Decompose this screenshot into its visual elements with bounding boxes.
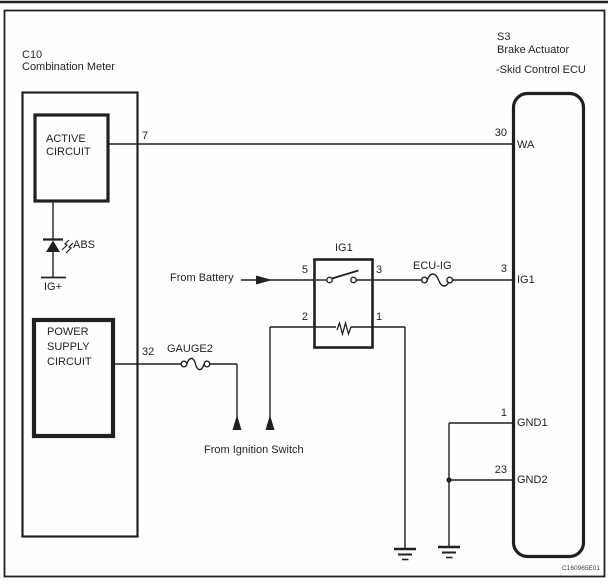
fuse-terminal (203, 360, 211, 368)
relay-pin-5-label: 5 (301, 264, 308, 276)
pin-32-label: 32 (142, 346, 155, 358)
ig1-relay-box (313, 258, 374, 349)
relay-pin-2-label: 2 (301, 311, 308, 323)
ecu-pin-ig1-name: IG1 (517, 274, 535, 286)
from-battery-label: From Battery (170, 272, 234, 284)
power-supply-label: CIRCUIT (47, 356, 92, 368)
relay-coil-symbol (336, 320, 352, 337)
ecu-ig-fuse-label: ECU-IG (413, 260, 452, 272)
from-ignition-label: From Ignition Switch (204, 444, 304, 456)
relay-contact-pole (350, 276, 357, 284)
meter-id-label: C10 (22, 49, 43, 61)
ecu-pin-3-label: 3 (500, 263, 507, 275)
combination-meter-box (21, 91, 139, 538)
ecu-pin-23-label: 23 (494, 464, 507, 476)
ig-plus-label: IG+ (44, 281, 63, 293)
active-circuit-box (33, 113, 110, 203)
gauge2-fuse-symbol (186, 357, 205, 371)
ecu-ig-fuse-symbol (426, 273, 451, 287)
ignition-arrow-icon (265, 415, 275, 430)
ecu-subname-label: -Skid Control ECU (496, 64, 586, 76)
ecu-id-label: S3 (497, 31, 511, 43)
relay-contact-pole (326, 276, 333, 284)
ignition-arrow-icon (232, 415, 242, 430)
led-flash-icon (61, 239, 70, 251)
wire-junction-dot (446, 477, 452, 483)
gauge2-fuse-label: GAUGE2 (167, 343, 213, 355)
ecu-pin-wa-name: WA (517, 139, 535, 151)
pin-7-label: 7 (142, 130, 149, 142)
ecu-pin-30-label: 30 (494, 127, 507, 139)
ecu-pin-gnd2-name: GND2 (517, 474, 548, 486)
led-flash-icon (65, 242, 74, 254)
ecu-pin-1-label: 1 (500, 407, 507, 419)
power-supply-label: SUPPLY (47, 341, 90, 353)
relay-switch-blade (331, 269, 359, 280)
ecu-pin-gnd1-name: GND1 (517, 417, 548, 429)
battery-arrow-icon (256, 275, 272, 285)
fuse-terminal (180, 360, 188, 368)
drawing-code: C160965E01 (562, 565, 600, 572)
power-supply-label: POWER (47, 326, 89, 338)
led-diode-triangle (46, 240, 60, 252)
relay-pin-1-label: 1 (376, 311, 383, 323)
fuse-terminal (446, 276, 454, 284)
abs-led-label: ABS (73, 239, 96, 251)
ecu-name-label: Brake Actuator (497, 44, 570, 56)
fuse-terminal (421, 276, 429, 284)
power-supply-circuit-box (31, 317, 116, 439)
diagram-border (3, 9, 606, 578)
meter-name-label: Combination Meter (22, 61, 115, 73)
relay-name-label: IG1 (335, 242, 353, 254)
skid-control-ecu-box (511, 91, 586, 559)
active-circuit-label: ACTIVE (46, 133, 86, 145)
relay-pin-3-label: 3 (376, 264, 383, 276)
active-circuit-label: CIRCUIT (46, 146, 91, 158)
